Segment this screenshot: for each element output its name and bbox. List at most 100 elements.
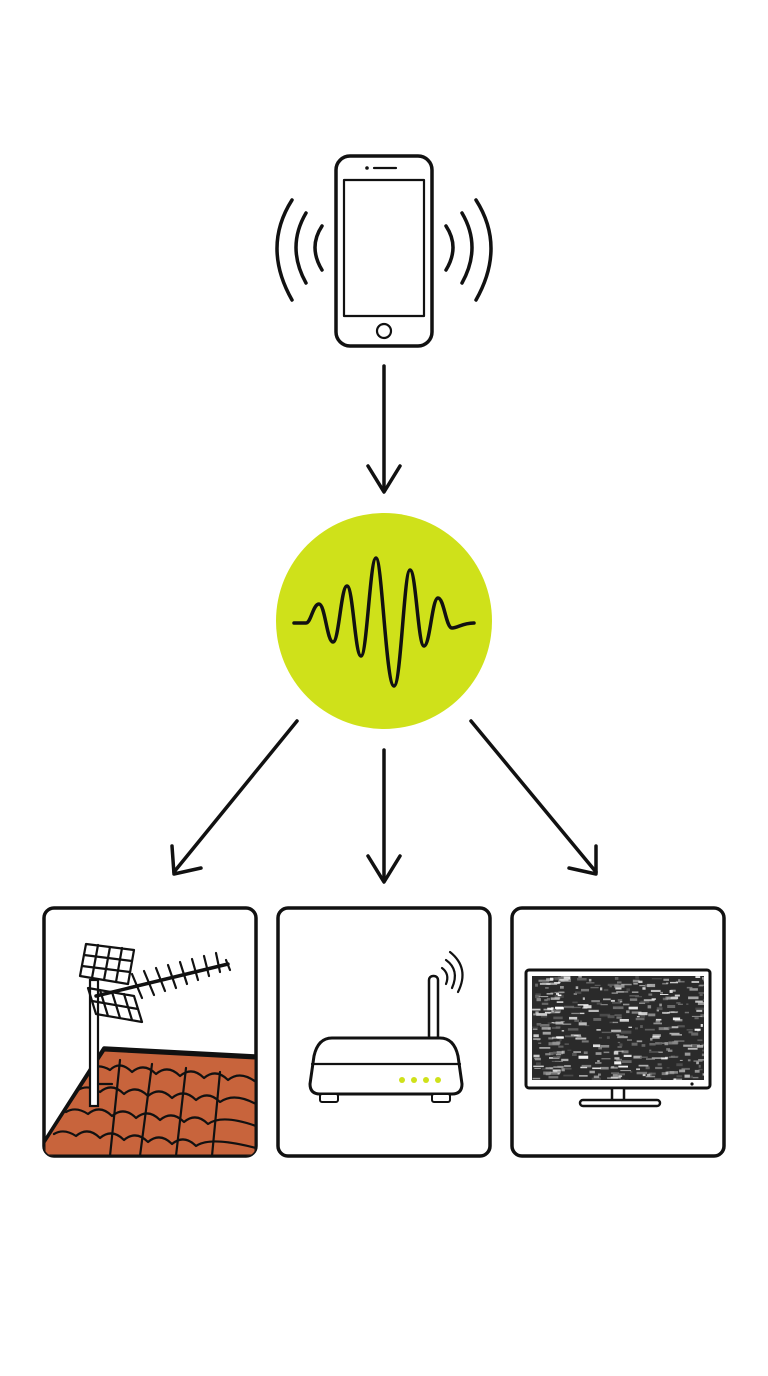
static-speck: [544, 1011, 552, 1014]
static-speck: [534, 1067, 541, 1069]
static-speck: [683, 1044, 693, 1047]
static-speck: [648, 993, 653, 996]
static-speck: [561, 1030, 565, 1032]
target-panel-tv: [510, 906, 726, 1158]
static-speck: [676, 1063, 683, 1067]
static-speck: [638, 1012, 648, 1016]
router-wifi-wave-outer: [448, 950, 464, 994]
static-speck: [636, 1016, 640, 1018]
static-speck: [588, 978, 592, 982]
static-speck: [578, 1055, 589, 1059]
static-speck: [642, 1073, 646, 1077]
static-speck: [540, 1024, 550, 1027]
static-speck: [628, 1026, 632, 1028]
static-speck: [669, 1071, 678, 1074]
static-speck: [545, 987, 549, 989]
static-speck: [575, 986, 579, 989]
static-speck: [672, 1017, 681, 1021]
vibration-wave-right-middle: [460, 211, 474, 285]
vibration-wave-right-outer: [474, 198, 493, 302]
static-speck: [621, 1050, 629, 1054]
static-speck: [614, 1014, 622, 1016]
static-speck: [640, 1000, 650, 1004]
static-speck: [677, 1025, 685, 1028]
static-speck: [658, 1051, 663, 1053]
static-speck: [638, 1064, 649, 1067]
static-speck: [557, 1070, 561, 1074]
static-speck: [648, 1051, 660, 1053]
static-speck: [586, 982, 595, 984]
router-wifi-wave-middle: [444, 958, 457, 990]
static-speck: [628, 1006, 638, 1010]
static-speck: [688, 1031, 693, 1034]
static-speck: [585, 1025, 590, 1027]
static-speck: [655, 1042, 663, 1045]
static-speck: [534, 1057, 541, 1061]
arrow-signal-to-tv: [469, 719, 598, 876]
static-speck: [666, 1048, 670, 1051]
static-speck: [540, 1014, 548, 1018]
static-speck: [590, 986, 599, 989]
static-speck: [609, 985, 612, 988]
static-speck: [694, 1069, 700, 1073]
static-speck: [620, 1020, 629, 1022]
static-speck: [561, 1050, 565, 1054]
static-speck: [571, 1006, 581, 1009]
static-speck: [575, 991, 582, 994]
router-led-4: [435, 1077, 441, 1083]
static-speck: [623, 1054, 632, 1057]
static-speck: [556, 1056, 561, 1058]
static-speck: [614, 1050, 624, 1052]
static-speck: [551, 1022, 554, 1024]
router-led-3: [423, 1077, 429, 1083]
router-led-1: [399, 1077, 405, 1083]
static-speck: [699, 994, 703, 996]
static-speck: [674, 1040, 685, 1042]
static-speck: [700, 1014, 704, 1018]
static-speck: [546, 997, 550, 1001]
waveform-line: [292, 556, 476, 688]
static-speck: [697, 1039, 703, 1042]
static-speck: [635, 996, 642, 998]
static-speck: [556, 1051, 564, 1054]
static-speck: [560, 986, 564, 989]
static-speck: [573, 1051, 581, 1053]
static-speck: [535, 993, 541, 997]
static-speck: [618, 1065, 628, 1068]
static-speck: [595, 1052, 602, 1055]
static-speck: [622, 1079, 629, 1080]
static-speck: [573, 993, 577, 995]
static-speck: [617, 1073, 625, 1076]
static-speck: [679, 1059, 683, 1061]
static-speck: [595, 1062, 602, 1064]
static-speck: [613, 1031, 622, 1033]
static-speck: [579, 1012, 585, 1015]
static-speck: [611, 1072, 619, 1074]
static-speck: [572, 1053, 577, 1056]
static-speck: [549, 1066, 554, 1069]
static-speck: [640, 1014, 646, 1018]
tv-power-light: [690, 1082, 694, 1086]
static-speck: [561, 1068, 565, 1072]
static-speck: [583, 1051, 588, 1054]
static-speck: [677, 1003, 683, 1005]
static-speck: [671, 1026, 679, 1029]
static-speck: [620, 1070, 631, 1072]
static-speck: [670, 981, 678, 984]
static-speck: [650, 1072, 656, 1075]
static-speck: [611, 1066, 615, 1069]
static-speck: [645, 1066, 650, 1070]
static-speck: [596, 1002, 602, 1005]
static-speck: [660, 991, 663, 994]
static-speck: [626, 1010, 630, 1014]
static-speck: [582, 997, 585, 1000]
router-led-2: [411, 1077, 417, 1083]
static-speck: [581, 988, 589, 992]
static-speck: [617, 981, 622, 984]
static-speck: [552, 1051, 563, 1055]
static-speck: [532, 1008, 541, 1011]
static-speck: [555, 1060, 563, 1062]
static-speck: [662, 982, 668, 985]
static-speck: [675, 980, 685, 983]
